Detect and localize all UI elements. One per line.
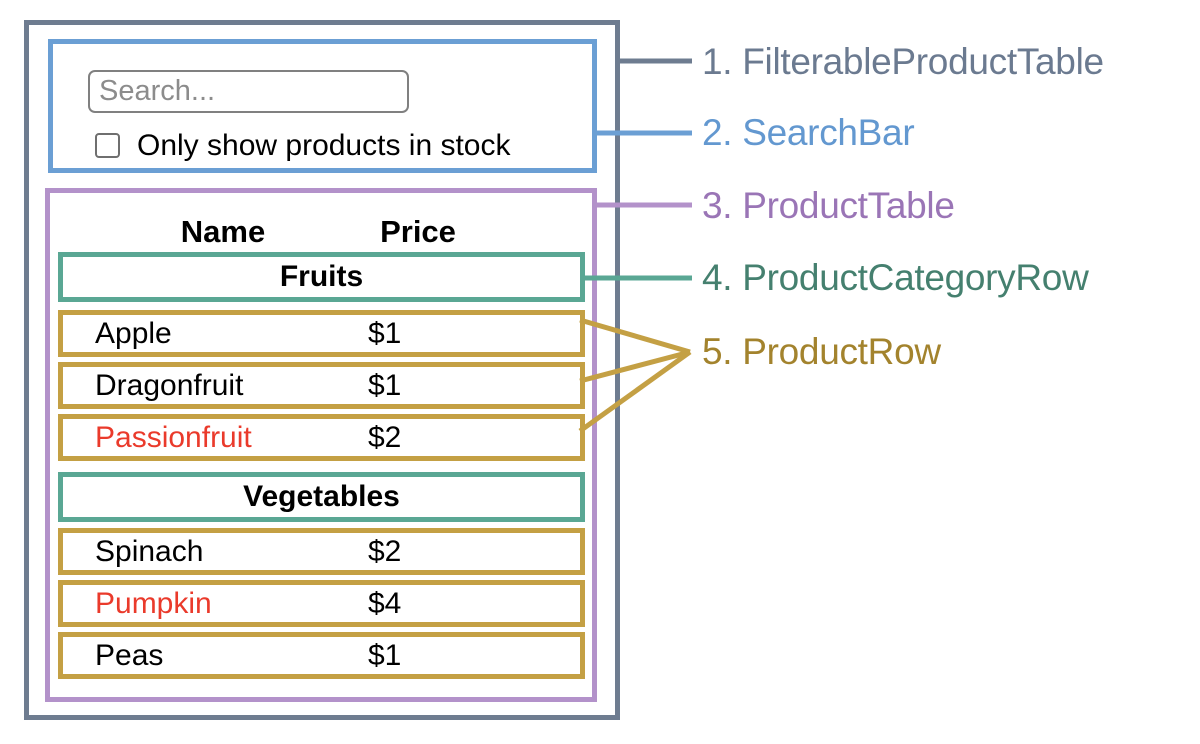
product-table-outline: [45, 188, 597, 702]
product-row-spinach: Spinach $2: [58, 528, 585, 575]
search-input[interactable]: [88, 70, 409, 113]
in-stock-checkbox-label: Only show products in stock: [137, 129, 511, 162]
product-price: $2: [368, 420, 402, 454]
product-price: $1: [368, 638, 402, 672]
product-category-row-fruits: Fruits: [58, 252, 585, 302]
product-row-peas: Peas $1: [58, 632, 585, 679]
product-row-apple: Apple $1: [58, 310, 585, 357]
search-bar-outline: [48, 39, 597, 173]
annotation-product-table: 3. ProductTable: [702, 185, 955, 226]
product-name: Dragonfruit: [95, 368, 244, 402]
column-header-name: Name: [180, 214, 266, 249]
product-price: $2: [368, 534, 402, 568]
product-row-pumpkin: Pumpkin $4: [58, 580, 585, 627]
column-header-price: Price: [380, 214, 456, 249]
annotation-product-row: 5. ProductRow: [702, 331, 941, 372]
annotation-filterable-product-table: 1. FilterableProductTable: [702, 41, 1104, 82]
product-row-dragonfruit: Dragonfruit $1: [58, 362, 585, 409]
product-name-out-of-stock: Pumpkin: [95, 586, 212, 620]
annotation-product-category-row: 4. ProductCategoryRow: [702, 257, 1089, 298]
product-name: Spinach: [95, 534, 204, 568]
product-name: Apple: [95, 316, 172, 350]
product-price: $4: [368, 586, 402, 620]
product-category-row-vegetables: Vegetables: [58, 472, 585, 522]
product-name: Peas: [95, 638, 164, 672]
product-price: $1: [368, 316, 402, 350]
in-stock-checkbox[interactable]: [95, 133, 120, 158]
product-name-out-of-stock: Passionfruit: [95, 420, 252, 454]
annotation-search-bar: 2. SearchBar: [702, 112, 915, 153]
product-price: $1: [368, 368, 402, 402]
product-row-passionfruit: Passionfruit $2: [58, 414, 585, 461]
